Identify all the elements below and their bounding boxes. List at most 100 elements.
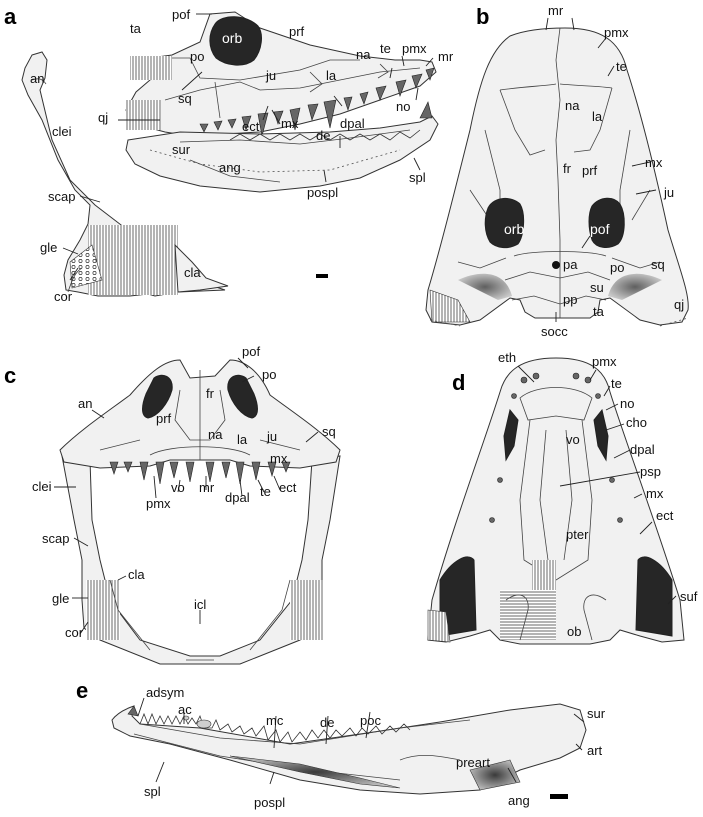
upper-teeth: [199, 67, 435, 137]
panel-a-drawing: [21, 11, 439, 297]
lower-jaw-teeth: [127, 705, 411, 743]
palatal-teeth: [489, 372, 623, 523]
label-b-ju: ju: [664, 185, 675, 200]
label-e-poc: poc: [360, 713, 381, 728]
panel-b-drawing: [425, 17, 689, 327]
label-a-no: no: [396, 99, 411, 114]
label-e-mc: mc: [266, 713, 284, 728]
label-c-prf: prf: [156, 411, 172, 426]
label-c-dpal: dpal: [225, 490, 250, 505]
label-b-sq: sq: [651, 257, 665, 272]
label-c-cor: cor: [65, 625, 84, 640]
label-d-mx: mx: [646, 486, 664, 501]
label-d-te: te: [611, 376, 622, 391]
label-a-orb: orb: [222, 30, 243, 46]
label-e-adsym: adsym: [146, 685, 185, 700]
label-c-po: po: [262, 367, 277, 382]
panel-letter-c: c: [4, 363, 17, 388]
panel-letter-a: a: [4, 4, 17, 29]
label-c-pmx: pmx: [146, 496, 171, 511]
label-a-dpal: dpal: [340, 116, 365, 131]
label-a-sq: sq: [178, 91, 192, 106]
label-e-spl: spl: [144, 784, 161, 799]
label-e-ang: ang: [508, 793, 530, 808]
label-b-te: te: [616, 59, 627, 74]
label-d-suf: suf: [680, 589, 698, 604]
label-e-ac: ac: [178, 702, 192, 717]
label-c-la: la: [237, 432, 248, 447]
label-a-clei: clei: [52, 124, 72, 139]
label-b-pa: pa: [563, 257, 578, 272]
label-a-na: na: [356, 47, 371, 62]
label-b-socc: socc: [541, 324, 568, 339]
label-c-mx: mx: [270, 451, 288, 466]
label-a-qj: qj: [98, 110, 109, 125]
label-a-pof: pof: [172, 7, 191, 22]
label-e-pospl: pospl: [254, 795, 286, 810]
label-b-ta: ta: [593, 304, 604, 319]
label-d-pmx: pmx: [592, 354, 617, 369]
label-c-icl: icl: [194, 597, 207, 612]
label-c-cla: cla: [128, 567, 145, 582]
label-e-preart: preart: [456, 755, 490, 770]
label-c-an: an: [78, 396, 93, 411]
label-c-sq: sq: [322, 424, 336, 439]
label-a-po: po: [190, 49, 205, 64]
panel-c-drawing: [54, 357, 341, 665]
label-a-sur: sur: [172, 142, 191, 157]
label-e-de: de: [320, 715, 335, 730]
label-a-pmx: pmx: [402, 41, 427, 56]
label-c-ju: ju: [267, 429, 278, 444]
label-a-ang: ang: [219, 160, 241, 175]
label-d-eth: eth: [498, 350, 517, 365]
panel-d-drawing: [427, 357, 685, 645]
label-c-clei: clei: [32, 479, 52, 494]
label-a-ta: ta: [130, 21, 141, 36]
label-d-cho: cho: [626, 415, 647, 430]
label-b-pmx: pmx: [604, 25, 629, 40]
label-a-scap: scap: [48, 189, 76, 204]
label-a-ju: ju: [266, 68, 277, 83]
label-a-la: la: [326, 68, 337, 83]
label-c-vo: vo: [171, 480, 185, 495]
scale-bar: [316, 274, 328, 278]
label-a-gle: gle: [40, 240, 58, 255]
label-d-psp: psp: [640, 464, 661, 479]
label-b-prf: prf: [582, 163, 598, 178]
label-b-pp: pp: [563, 292, 578, 307]
label-a-spl: spl: [409, 170, 426, 185]
label-a-prf: prf: [289, 24, 305, 39]
label-d-pter: pter: [566, 527, 589, 542]
label-a-mx: mx: [281, 116, 299, 131]
label-b-mr: mr: [548, 3, 564, 18]
label-c-pof: pof: [242, 344, 261, 359]
label-b-na: na: [565, 98, 580, 113]
label-c-gle: gle: [52, 591, 70, 606]
label-d-ect: ect: [656, 508, 674, 523]
label-b-mx: mx: [645, 155, 663, 170]
panel-e-drawing: [111, 697, 587, 799]
label-d-dpal: dpal: [630, 442, 655, 457]
label-c-scap: scap: [42, 531, 70, 546]
label-b-po: po: [610, 260, 625, 275]
label-c-te: te: [260, 484, 271, 499]
label-c-fr: fr: [206, 386, 214, 401]
label-b-orb: orb: [504, 221, 525, 237]
label-a-an: an: [30, 71, 45, 86]
panel-letter-b: b: [476, 4, 490, 29]
label-c-mr: mr: [199, 480, 215, 495]
label-c-ect: ect: [279, 480, 297, 495]
scale-bar: [550, 794, 568, 799]
label-b-su: su: [590, 280, 604, 295]
label-b-qj: qj: [674, 297, 685, 312]
label-a-de: de: [316, 128, 331, 143]
label-b-fr: fr: [563, 161, 571, 176]
label-d-ob: ob: [567, 624, 582, 639]
label-c-na: na: [208, 427, 223, 442]
label-d-no: no: [620, 396, 635, 411]
label-b-pof: pof: [590, 221, 610, 237]
panel-letter-e: e: [76, 678, 89, 703]
label-a-mr: mr: [438, 49, 454, 64]
panel-letter-d: d: [452, 370, 466, 395]
